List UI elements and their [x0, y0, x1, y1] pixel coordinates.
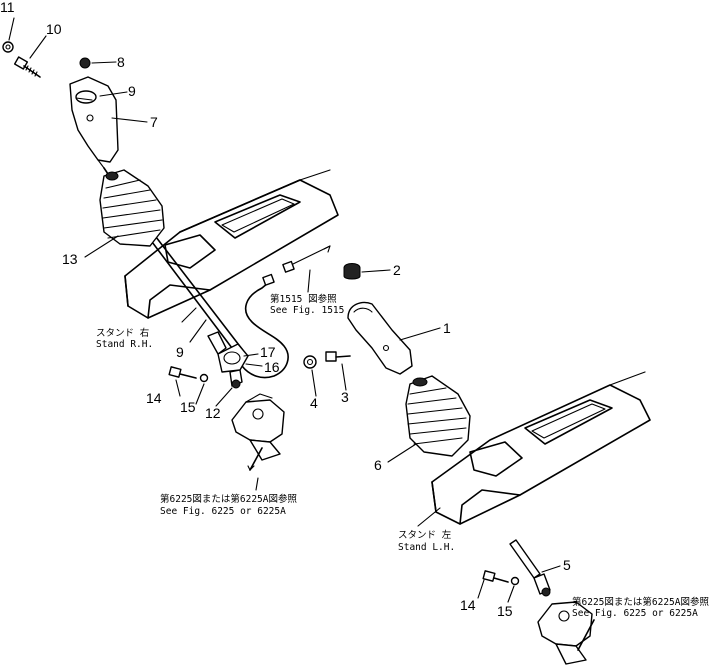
bolt-14-rh: [168, 366, 209, 383]
callout-7: 7: [150, 114, 158, 130]
stand-rh: [124, 169, 339, 319]
lever-lh-5: [509, 539, 551, 597]
stand-lh: [431, 371, 651, 525]
nut-8: [79, 57, 91, 69]
callout-12: 12: [205, 405, 221, 421]
stand-rh-label-en: Stand R.H.: [96, 339, 153, 350]
lever-rh-assembly: [207, 331, 249, 389]
callout-5: 5: [563, 557, 571, 573]
callout-13: 13: [62, 251, 78, 267]
stand-rh-label-jp: スタンド 右: [96, 327, 149, 339]
fig6225-ref-right-en: See Fig. 6225 or 6225A: [572, 608, 698, 619]
nut-4: [303, 355, 317, 369]
bolt-14-lh: [482, 570, 520, 586]
valve-block-rh: [231, 393, 285, 471]
fig1515-ref-en: See Fig. 1515: [270, 305, 344, 316]
bolt-10: [13, 56, 41, 78]
callout-16: 16: [264, 359, 280, 375]
valve-block-lh: [537, 601, 595, 665]
callout-9-mid: 9: [176, 344, 184, 360]
callout-14-right: 14: [460, 597, 476, 613]
knob-lh-1: [347, 301, 413, 375]
nut-11: [2, 41, 14, 53]
cap-2: [343, 263, 361, 280]
callout-15-right: 15: [497, 603, 513, 619]
callout-3: 3: [341, 389, 349, 405]
callout-10: 10: [46, 21, 62, 37]
bolt-3: [325, 351, 351, 362]
fig6225-ref-left-en: See Fig. 6225 or 6225A: [160, 506, 286, 517]
boot-13: [99, 169, 165, 247]
stand-lh-label-en: Stand L.H.: [398, 542, 455, 553]
callout-8: 8: [117, 54, 125, 70]
fig6225-ref-left-jp: 第6225図または第6225A図参照: [160, 493, 297, 505]
boot-6: [405, 375, 471, 457]
stand-lh-label-jp: スタンド 左: [398, 529, 452, 541]
callout-4: 4: [310, 395, 318, 411]
knob-rh-7: [69, 76, 119, 169]
leader-lines: [8, 17, 561, 603]
callout-17: 17: [260, 344, 276, 360]
callout-14-left: 14: [146, 390, 162, 406]
callout-9-top: 9: [128, 83, 136, 99]
callout-11: 11: [0, 0, 15, 15]
callout-1: 1: [443, 320, 451, 336]
callout-15-left: 15: [180, 399, 196, 415]
fig1515-ref-jp: 第1515 図参照: [270, 293, 337, 305]
wiring-harness: [241, 245, 331, 379]
callout-2: 2: [393, 262, 401, 278]
fig6225-ref-right-jp: 第6225図または第6225A図参照: [572, 596, 709, 608]
callout-6: 6: [374, 457, 382, 473]
